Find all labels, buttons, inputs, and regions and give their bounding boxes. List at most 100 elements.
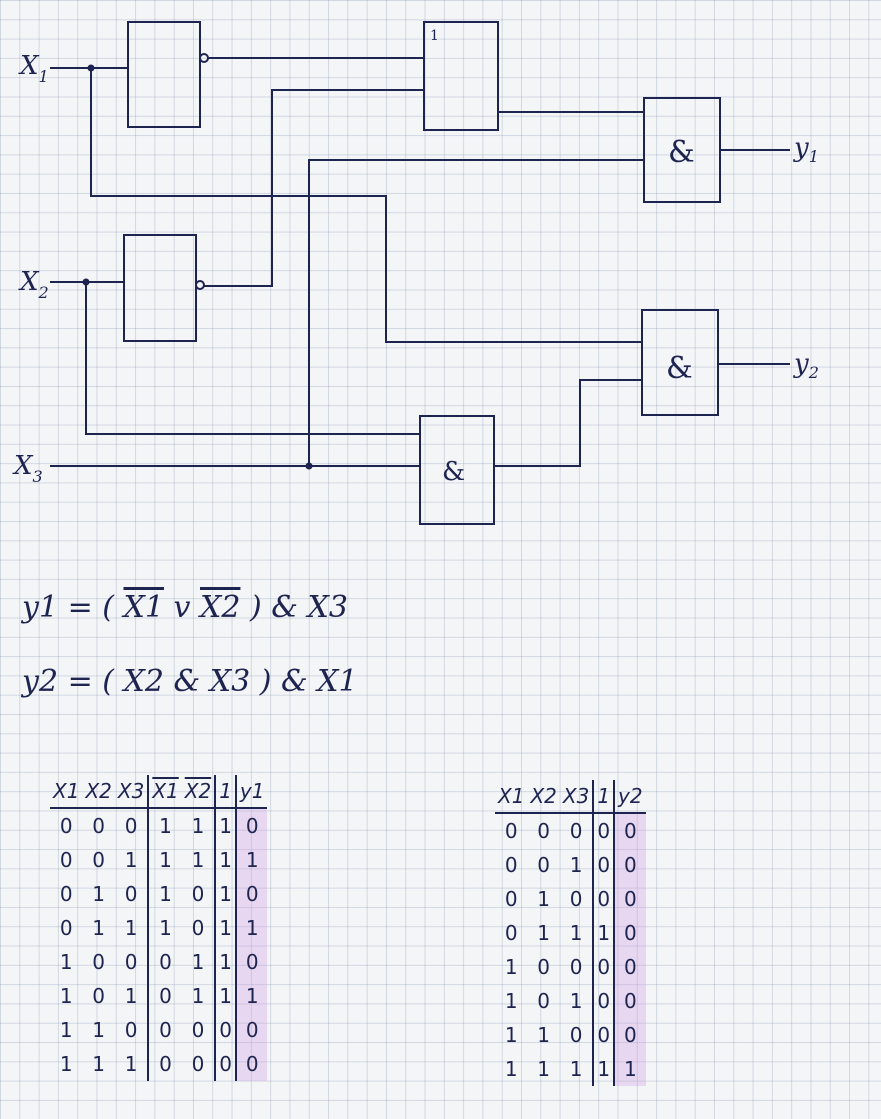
and-gate-x2x3 (419, 415, 495, 525)
table-cell: 0 (569, 1023, 583, 1047)
table-cell: 0 (234, 808, 268, 843)
junction-dot-x3 (305, 462, 313, 470)
table-cell: 1 (59, 1018, 73, 1042)
table-cell: 0 (234, 945, 268, 979)
table-cell: 0 (59, 814, 73, 838)
table-cell: 1 (569, 1057, 583, 1081)
table-cell: 0 (537, 819, 551, 843)
table-cell: 0 (613, 882, 646, 916)
table-cell: 1 (569, 921, 583, 945)
table-cell: 0 (92, 848, 106, 872)
table-cell: 1 (92, 1052, 106, 1076)
formula-y1-close: ) & (240, 590, 308, 625)
formula-y2: y2 = ( X2 & X3 ) & X1 (22, 664, 358, 699)
table-cell: 0 (613, 950, 646, 984)
table-cell: 1 (234, 911, 268, 945)
table-cell: 1 (234, 979, 268, 1013)
formula-y1-a: X1 (123, 590, 164, 625)
col-header: X2 (82, 775, 115, 809)
table-cell: 1 (214, 843, 236, 877)
not-gate-x1 (127, 21, 201, 128)
table-cell: 1 (214, 979, 236, 1013)
table-cell: 1 (592, 916, 615, 950)
wires (50, 57, 790, 467)
inversion-bubble-x1 (199, 53, 209, 63)
col-header: X2 (181, 775, 216, 809)
table-cell: 1 (92, 882, 106, 906)
table-cell: 0 (59, 848, 73, 872)
table-cell: 0 (191, 1018, 205, 1042)
table-cell: 0 (613, 848, 646, 882)
table-cell: 1 (191, 984, 205, 1008)
table-cell: 1 (124, 1052, 138, 1076)
table-cell: 1 (214, 911, 236, 945)
table-cell: 0 (59, 882, 73, 906)
table-cell: 1 (214, 877, 236, 911)
formula-y1-c: X3 (307, 590, 348, 625)
table-cell: 0 (592, 848, 615, 882)
col-header: 1 (214, 775, 236, 809)
not-gate-x2 (123, 234, 197, 342)
table-cell: 1 (504, 1057, 518, 1081)
table-cell: 1 (147, 877, 182, 911)
table-cell: 0 (613, 916, 646, 950)
col-header: y1 (234, 775, 268, 809)
table-cell: 1 (92, 916, 106, 940)
formula-y1: y1 = ( X1 v X2 ) & X3 (22, 590, 348, 625)
table-cell: 0 (92, 984, 106, 1008)
table-cell: 1 (214, 808, 236, 843)
table-cell: 0 (613, 813, 646, 848)
table-cell: 1 (191, 814, 205, 838)
table-cell: 1 (191, 848, 205, 872)
table-cell: 0 (537, 955, 551, 979)
junction-dot-x2 (82, 278, 90, 286)
table-cell: 1 (92, 1018, 106, 1042)
logic-circuit-diagram: 1 & & & X1 X2 X3 y1 y2 (12, 21, 819, 525)
col-header: X2 (527, 780, 560, 814)
table-cell: 0 (147, 979, 182, 1013)
and-gate-y2-symbol: & (666, 351, 693, 386)
table-cell: 1 (537, 921, 551, 945)
table-cell: 0 (214, 1047, 236, 1081)
table-cell: 1 (59, 984, 73, 1008)
table-cell: 0 (569, 955, 583, 979)
table-cell: 0 (592, 1018, 615, 1052)
col-header: X1 (147, 775, 182, 809)
table-cell: 0 (124, 950, 138, 974)
table-cell: 1 (147, 808, 182, 843)
table-cell: 0 (191, 916, 205, 940)
input-label-x2: X2 (18, 267, 49, 302)
table-cell: 0 (592, 950, 615, 984)
table-cell: 1 (124, 848, 138, 872)
output-label-y2: y2 (793, 349, 819, 382)
table-cell: 1 (147, 911, 182, 945)
table-cell: 0 (124, 1018, 138, 1042)
table-cell: 0 (613, 984, 646, 1018)
table-cell: 1 (592, 1052, 615, 1086)
table-cell: 0 (504, 887, 518, 911)
col-header: 1 (592, 780, 615, 814)
table-cell: 0 (59, 916, 73, 940)
input-label-x1: X1 (18, 51, 49, 86)
table-cell: 0 (147, 1047, 182, 1081)
table-cell: 0 (124, 814, 138, 838)
table-cell: 1 (124, 984, 138, 1008)
junction-dot-x1 (87, 64, 95, 72)
and-gate-y2 (641, 309, 719, 416)
table-cell: 1 (537, 887, 551, 911)
table-cell: 1 (504, 955, 518, 979)
table-cell: 0 (504, 819, 518, 843)
table-cell: 0 (504, 853, 518, 877)
formula-y1-b: X2 (199, 590, 241, 625)
table-cell: 0 (92, 814, 106, 838)
table-cell: 0 (191, 1052, 205, 1076)
formula-y1-op: v (163, 590, 200, 625)
